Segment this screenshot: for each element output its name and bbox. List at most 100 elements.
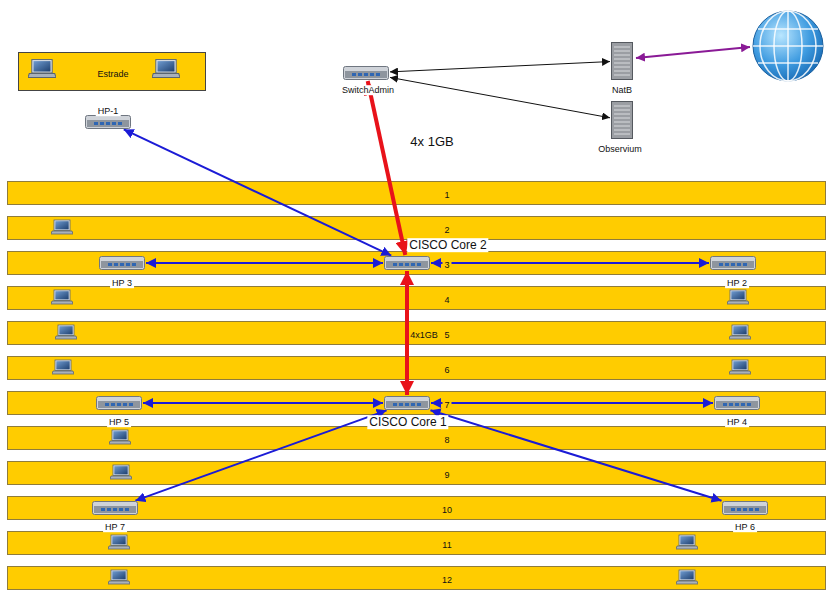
laptop-icon <box>55 325 77 339</box>
floor-band: 6 <box>7 356 826 380</box>
switch-node: HP 6 <box>722 501 768 515</box>
floor-band: 8 <box>7 426 826 450</box>
floor-band: 2 <box>7 216 826 240</box>
switch-port <box>737 508 741 511</box>
globe-sphere <box>753 11 823 81</box>
server-icon <box>611 101 633 139</box>
access-link <box>146 262 383 264</box>
text-holder: HP 2 <box>725 272 749 290</box>
access-link <box>135 410 386 500</box>
laptop-icon <box>108 535 130 549</box>
switch-front <box>386 261 428 268</box>
server-slot <box>614 59 630 60</box>
floor-number: 12 <box>440 575 454 585</box>
switch-port <box>743 508 747 511</box>
text-holder: 10 <box>440 499 454 517</box>
switch-port <box>411 403 415 406</box>
switch-front <box>94 506 136 513</box>
switch-port <box>119 508 123 511</box>
floor-number: 11 <box>440 540 453 550</box>
globe-parallel <box>758 28 818 30</box>
floor-band: 3CISCO Core 2HP 3HP 2 <box>7 251 826 275</box>
switch-port <box>352 73 356 76</box>
globe-parallel <box>758 62 818 64</box>
link-label-holder: 4x 1GB <box>410 132 453 150</box>
switch-node: HP 3 <box>99 256 145 270</box>
floor-band: 10HP 7HP 6 <box>7 496 826 520</box>
device-label: CISCO Core 2 <box>407 238 488 252</box>
text-holder: HP 5 <box>107 411 131 429</box>
device-label: HP-1 <box>96 106 121 116</box>
switch-port <box>101 508 105 511</box>
switch-port <box>117 403 121 406</box>
laptop-icon <box>28 60 56 78</box>
switch-icon <box>710 256 756 270</box>
switch-icon <box>92 501 138 515</box>
text-holder: Estrade <box>95 63 130 81</box>
globe-meridian <box>787 11 789 81</box>
server-slot <box>614 122 630 123</box>
access-link <box>431 262 709 264</box>
floor-band: 1 <box>7 181 826 205</box>
switch-port <box>129 403 133 406</box>
text-holder: 9 <box>442 464 451 482</box>
device-label: Observium <box>596 144 644 154</box>
switch-port <box>747 403 751 406</box>
text-holder: Observium <box>596 138 644 156</box>
switch-port <box>111 403 115 406</box>
text-holder: CISCO Core 1 <box>367 412 448 430</box>
switch-port <box>364 73 368 76</box>
switch-port <box>393 403 397 406</box>
device-label: SwitchAdmin <box>340 85 396 95</box>
text-holder: 7 <box>442 394 451 412</box>
floor-band: 11 <box>7 531 826 555</box>
server-icon <box>611 42 633 80</box>
globe-meridian <box>760 11 816 81</box>
switch-icon <box>96 396 142 410</box>
laptop-icon <box>729 360 751 374</box>
access-link <box>430 410 721 500</box>
switch-body <box>385 257 430 270</box>
laptop-icons <box>28 60 751 584</box>
floor-band: 5 <box>7 321 826 345</box>
server-slot <box>614 47 630 48</box>
switch-port <box>731 508 735 511</box>
server-slot <box>614 106 630 107</box>
text-holder: 1 <box>442 184 451 202</box>
switch-front <box>386 401 428 408</box>
switch-port <box>120 263 124 266</box>
device-label: HP 6 <box>733 522 757 532</box>
link-speed-label: 4x1GB <box>410 330 438 340</box>
device-label: NatB <box>610 85 634 95</box>
access-link <box>124 129 392 255</box>
admin-link <box>390 62 610 72</box>
text-holder: 12 <box>440 569 454 587</box>
server-slot <box>614 126 630 127</box>
switch-port <box>725 263 729 266</box>
server-node: Observium <box>611 101 633 139</box>
switch-body <box>100 257 145 270</box>
laptop-icon <box>676 535 698 549</box>
switch-port <box>399 263 403 266</box>
switch-body <box>344 67 389 80</box>
switch-body <box>86 116 131 129</box>
switch-port <box>132 263 136 266</box>
device-label: HP 7 <box>103 522 127 532</box>
switch-front <box>716 401 758 408</box>
switch-front <box>345 71 387 78</box>
switch-port <box>94 122 98 125</box>
switch-port <box>125 508 129 511</box>
floor-number: 1 <box>442 190 451 200</box>
device-label: HP 2 <box>725 278 749 288</box>
switch-port <box>749 508 753 511</box>
laptop-icon <box>51 220 73 234</box>
switch-icon <box>343 66 389 80</box>
server-slot <box>614 71 630 72</box>
text-holder: HP 4 <box>725 411 749 429</box>
floor-band: 7HP 5CISCO Core 1HP 4 <box>7 391 826 415</box>
text-holder: 5 <box>442 324 451 342</box>
floor-number: 5 <box>442 330 451 340</box>
server-slot <box>614 118 630 119</box>
switch-front <box>101 261 143 268</box>
